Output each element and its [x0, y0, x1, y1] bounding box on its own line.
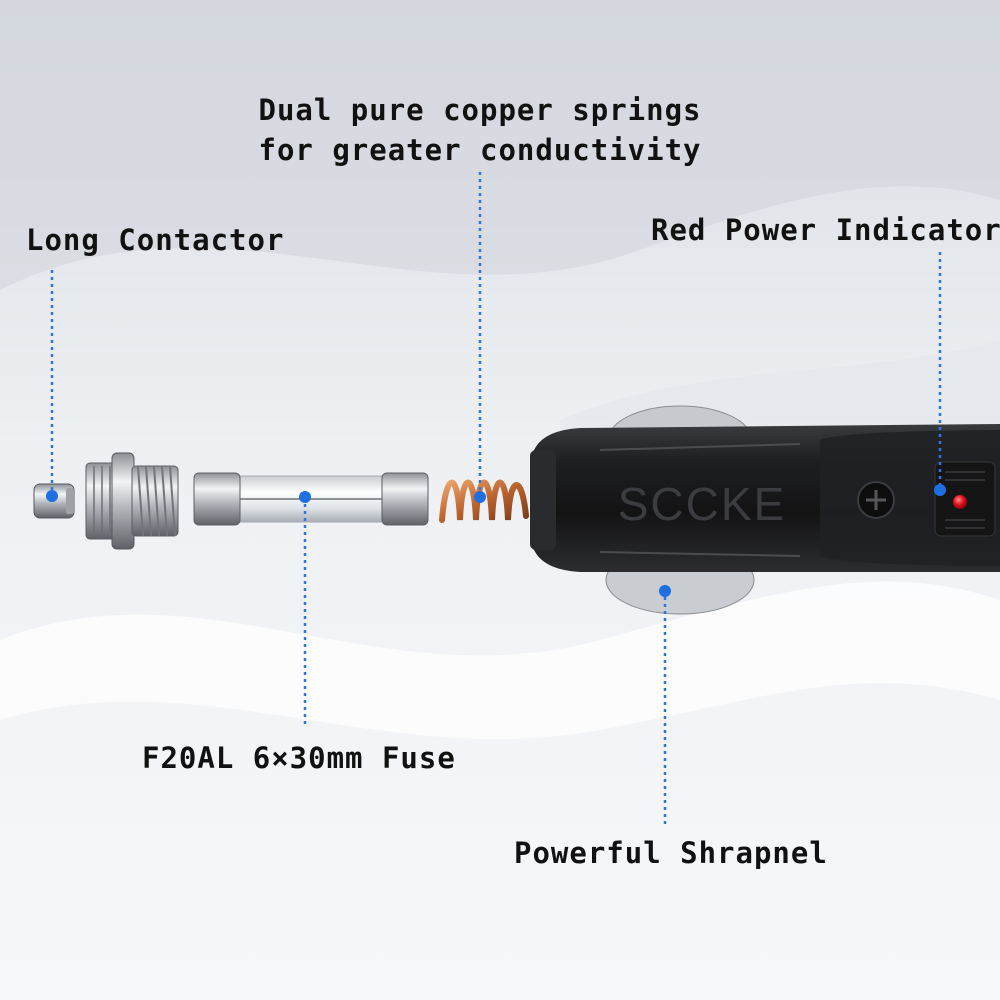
springs-callout-label: Dual pure copper springs for greater con… — [230, 90, 730, 170]
callout-dot-contactor — [46, 490, 58, 502]
callout-dot-indicator — [934, 484, 946, 496]
callout-dot-shrapnel — [659, 585, 671, 597]
callout-dot-fuse — [299, 491, 311, 503]
copper-springs — [439, 479, 529, 523]
bg-wave — [0, 0, 1000, 290]
brand-mark: SCCKE — [618, 478, 786, 530]
plug-body — [530, 424, 1000, 572]
red-power-indicator-led — [953, 495, 967, 509]
indicator-callout-label: Red Power Indicator — [651, 213, 1000, 247]
shrapnel-callout-label: Powerful Shrapnel — [514, 836, 828, 870]
threaded-cap — [85, 452, 179, 550]
springs-label-line1: Dual pure copper springs — [258, 93, 702, 127]
fuse-callout-label: F20AL 6×30mm Fuse — [142, 741, 456, 775]
bg-wave — [0, 581, 1000, 739]
callout-dot-springs — [474, 491, 486, 503]
springs-label-line2: for greater conductivity — [258, 133, 702, 167]
fuse — [193, 472, 429, 526]
contactor-callout-label: Long Contactor — [26, 223, 285, 257]
